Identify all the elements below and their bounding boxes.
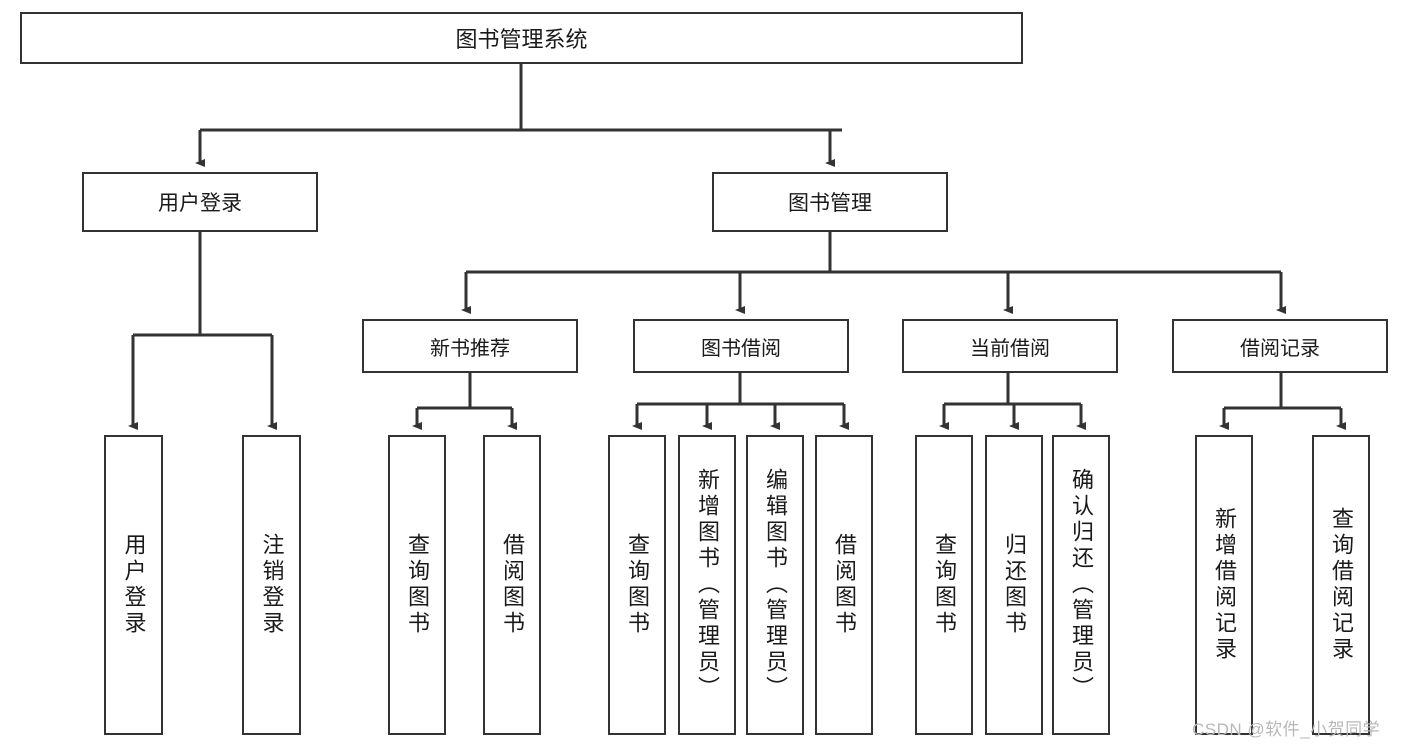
node-level2-0[interactable]: 新书推荐 [362,319,578,373]
node-leaf-label: 借阅图书 [832,533,857,637]
node-level2-3[interactable]: 借阅记录 [1172,319,1388,373]
node-leaf-5[interactable]: 新增图书（管理员） [678,435,736,735]
node-level1-0[interactable]: 用户登录 [82,172,318,232]
node-leaf-label: 确认归还（管理员） [1069,468,1094,702]
node-leaf-0[interactable]: 用户登录 [104,435,163,735]
node-leaf-10[interactable]: 确认归还（管理员） [1052,435,1110,735]
node-leaf-2[interactable]: 查询图书 [388,435,446,735]
node-level1-1[interactable]: 图书管理 [712,172,948,232]
node-leaf-label: 用户登录 [121,533,147,637]
node-root[interactable]: 图书管理系统 [20,12,1023,64]
node-leaf-label: 编辑图书（管理员） [763,468,788,702]
node-leaf-label: 查询借阅记录 [1329,507,1354,663]
node-leaf-4[interactable]: 查询图书 [608,435,666,735]
node-leaf-label: 新增借阅记录 [1212,507,1237,663]
node-leaf-label: 查询图书 [932,533,957,637]
node-leaf-9[interactable]: 归还图书 [985,435,1043,735]
node-leaf-8[interactable]: 查询图书 [915,435,973,735]
node-level2-2[interactable]: 当前借阅 [902,319,1118,373]
node-leaf-7[interactable]: 借阅图书 [815,435,873,735]
node-leaf-label: 查询图书 [625,533,650,637]
node-leaf-label: 借阅图书 [500,533,525,637]
node-leaf-6[interactable]: 编辑图书（管理员） [746,435,804,735]
node-leaf-11[interactable]: 新增借阅记录 [1195,435,1253,735]
node-leaf-12[interactable]: 查询借阅记录 [1312,435,1370,735]
watermark: CSDN @软件_小贺同学 [1192,720,1381,739]
node-level2-1[interactable]: 图书借阅 [633,319,849,373]
node-leaf-label: 注销登录 [259,533,285,637]
node-leaf-1[interactable]: 注销登录 [242,435,301,735]
node-leaf-label: 新增图书（管理员） [695,468,720,702]
node-leaf-label: 查询图书 [405,533,430,637]
node-leaf-label: 归还图书 [1002,533,1027,637]
node-leaf-3[interactable]: 借阅图书 [483,435,541,735]
